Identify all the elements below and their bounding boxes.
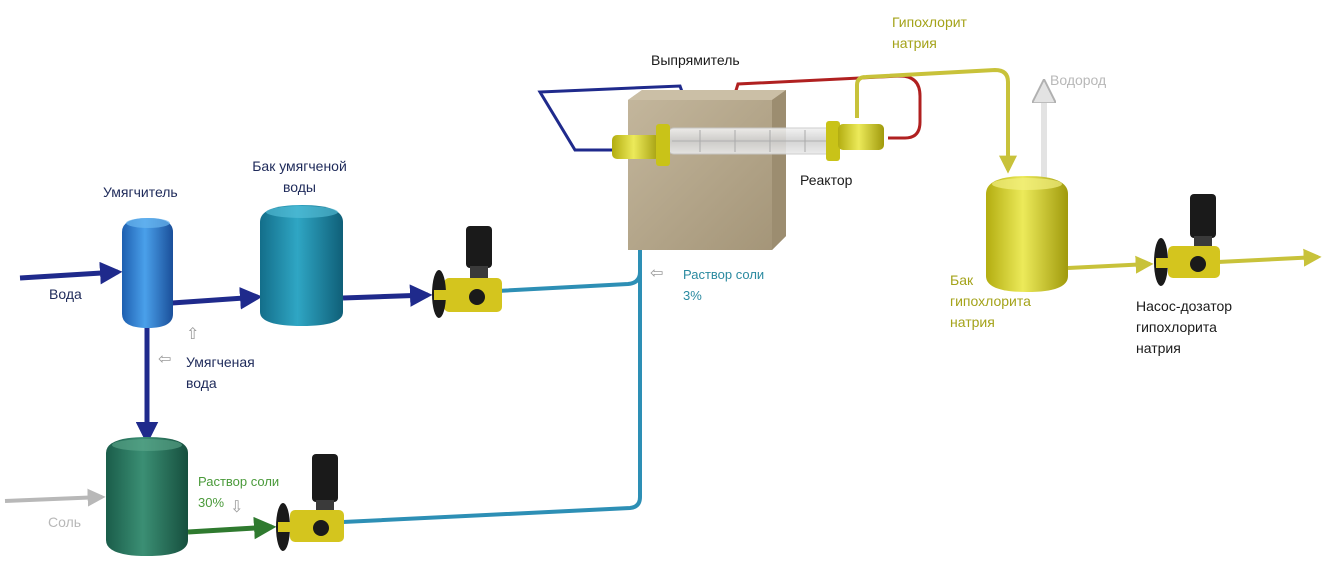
label-softener: Умягчитель — [103, 184, 178, 200]
hypochlorite-tank — [986, 176, 1068, 292]
label-brine-30: Раствор соли 30% — [198, 474, 280, 510]
dosing-pump-hypochlorite — [1154, 194, 1220, 286]
label-dosing-pump: Насос-дозатор гипохлорита натрия — [1136, 298, 1233, 356]
label-reactor: Реактор — [800, 172, 853, 188]
water-dosing-pipe — [496, 271, 642, 293]
salt-inlet-pipe — [4, 488, 106, 507]
down-arrow-icon: ⇩ — [230, 499, 244, 516]
brine30-pipe — [187, 516, 277, 540]
dosing-pump-water — [432, 226, 502, 318]
soft-water-tank — [260, 205, 343, 326]
label-rectifier: Выпрямитель — [651, 52, 740, 68]
softener-tank — [122, 218, 173, 328]
hypo-tank-to-pump-pipe — [1067, 255, 1154, 274]
label-water: Вода — [49, 286, 82, 302]
water-inlet-pipe — [19, 261, 123, 285]
brine-dosing-pipe — [342, 186, 648, 524]
label-soft-water-tank: Бак умягченой воды — [252, 158, 347, 195]
up-arrow-icon: ⇧ — [186, 326, 200, 343]
label-hydrogen: Водород — [1050, 72, 1107, 88]
brine-tank — [106, 437, 188, 556]
label-hypochlorite: Гипохлорит натрия — [892, 14, 967, 51]
left-arrow-icon: ⇦ — [650, 265, 664, 282]
softener-to-tank-pipe — [171, 287, 263, 310]
label-salt: Соль — [48, 514, 82, 530]
label-soft-water: Умягченая вода — [186, 354, 255, 391]
label-hypochlorite-tank: Бак гипохлорита натрия — [950, 272, 1031, 330]
left-arrow-icon: ⇦ — [158, 351, 172, 368]
hypo-output-pipe — [1217, 248, 1322, 267]
dosing-pump-brine — [276, 454, 344, 551]
reactor — [612, 121, 884, 166]
label-brine-3: Раствор соли 3% — [683, 267, 765, 303]
tank-to-pump-pipe — [342, 284, 433, 307]
rectifier-box — [628, 90, 786, 250]
hypochlorite-pipe — [855, 67, 1017, 174]
